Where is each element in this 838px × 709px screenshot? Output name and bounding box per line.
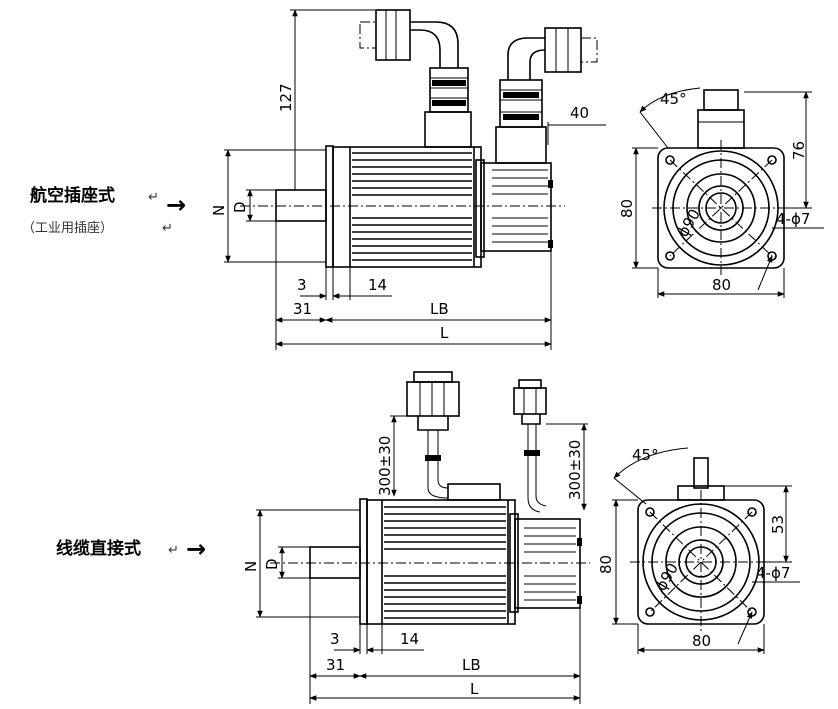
- bottom-dim-45: 45°: [632, 446, 659, 464]
- top-dim-31: 31: [293, 300, 312, 318]
- bottom-dim-80-h: 80: [692, 632, 711, 650]
- bottom-power-cable: [406, 371, 460, 499]
- bottom-caption-mark: ↵: [168, 543, 179, 558]
- top-dim-n: N: [210, 205, 228, 216]
- top-dim-d: D: [231, 201, 249, 213]
- top-encoder: [480, 162, 552, 252]
- top-dim-l: L: [440, 324, 449, 342]
- bottom-dim-lb: LB: [462, 656, 481, 674]
- top-dim-45: 45°: [660, 90, 687, 108]
- top-encoder-connector: [495, 27, 598, 164]
- bottom-caption: 线缆直接式: [56, 538, 141, 559]
- bottom-dim-l: L: [470, 680, 479, 698]
- bottom-fins: [384, 506, 506, 619]
- bottom-dim-14: 14: [400, 630, 419, 648]
- top-subcaption-mark: ↵: [162, 221, 173, 236]
- top-pointer-arrow: →: [166, 191, 186, 219]
- bottom-dim-53: 53: [769, 515, 787, 534]
- bottom-shaft: [309, 546, 361, 579]
- top-dim-76: 76: [790, 141, 808, 160]
- top-dim-80-v: 80: [618, 199, 636, 218]
- top-power-connector: [359, 9, 472, 148]
- bottom-front-view: 45° 53 80 80 4-ϕ7 ϕ90: [597, 446, 800, 654]
- top-dim-holes: 4-ϕ7: [776, 210, 810, 228]
- bottom-encoder-cable: [513, 379, 547, 513]
- top-dim-3: 3: [297, 276, 307, 294]
- top-body: [332, 146, 482, 268]
- bottom-body: [366, 499, 516, 625]
- bottom-encoder: [514, 518, 581, 609]
- bottom-dim-cable1: 300±30: [376, 436, 394, 496]
- top-caption-mark: ↵: [148, 190, 159, 205]
- top-front-view: 45° 76 80 80 4-ϕ7 ϕ90: [618, 87, 824, 298]
- top-dim-40: 40: [570, 104, 589, 122]
- top-dim-80-h: 80: [712, 276, 731, 294]
- bottom-dim-80-v: 80: [597, 555, 615, 574]
- top-caption: 航空插座式: [30, 185, 115, 206]
- bottom-pointer-arrow: →: [186, 535, 206, 563]
- bottom-side-view: 线缆直接式 ↵ →: [56, 371, 590, 704]
- top-side-view: 航空插座式 ↵ （工业用插座） ↵ →: [22, 9, 606, 350]
- bottom-dim-holes: 4-ϕ7: [756, 564, 790, 582]
- bottom-dim-31: 31: [326, 656, 345, 674]
- bottom-dim-d: D: [263, 558, 281, 570]
- bottom-encoder-fins: [524, 527, 576, 601]
- bottom-dim-n: N: [242, 561, 260, 572]
- top-encoder-fins: [492, 169, 548, 243]
- top-dim-14: 14: [368, 276, 387, 294]
- top-dim-127: 127: [277, 83, 295, 112]
- top-subcaption: （工业用插座）: [22, 221, 113, 236]
- bottom-dim-cable2: 300±30: [566, 440, 584, 500]
- bottom-flange: [359, 498, 368, 625]
- bottom-dim-3: 3: [330, 630, 340, 648]
- top-dim-lb: LB: [430, 300, 449, 318]
- top-fins: [352, 152, 472, 261]
